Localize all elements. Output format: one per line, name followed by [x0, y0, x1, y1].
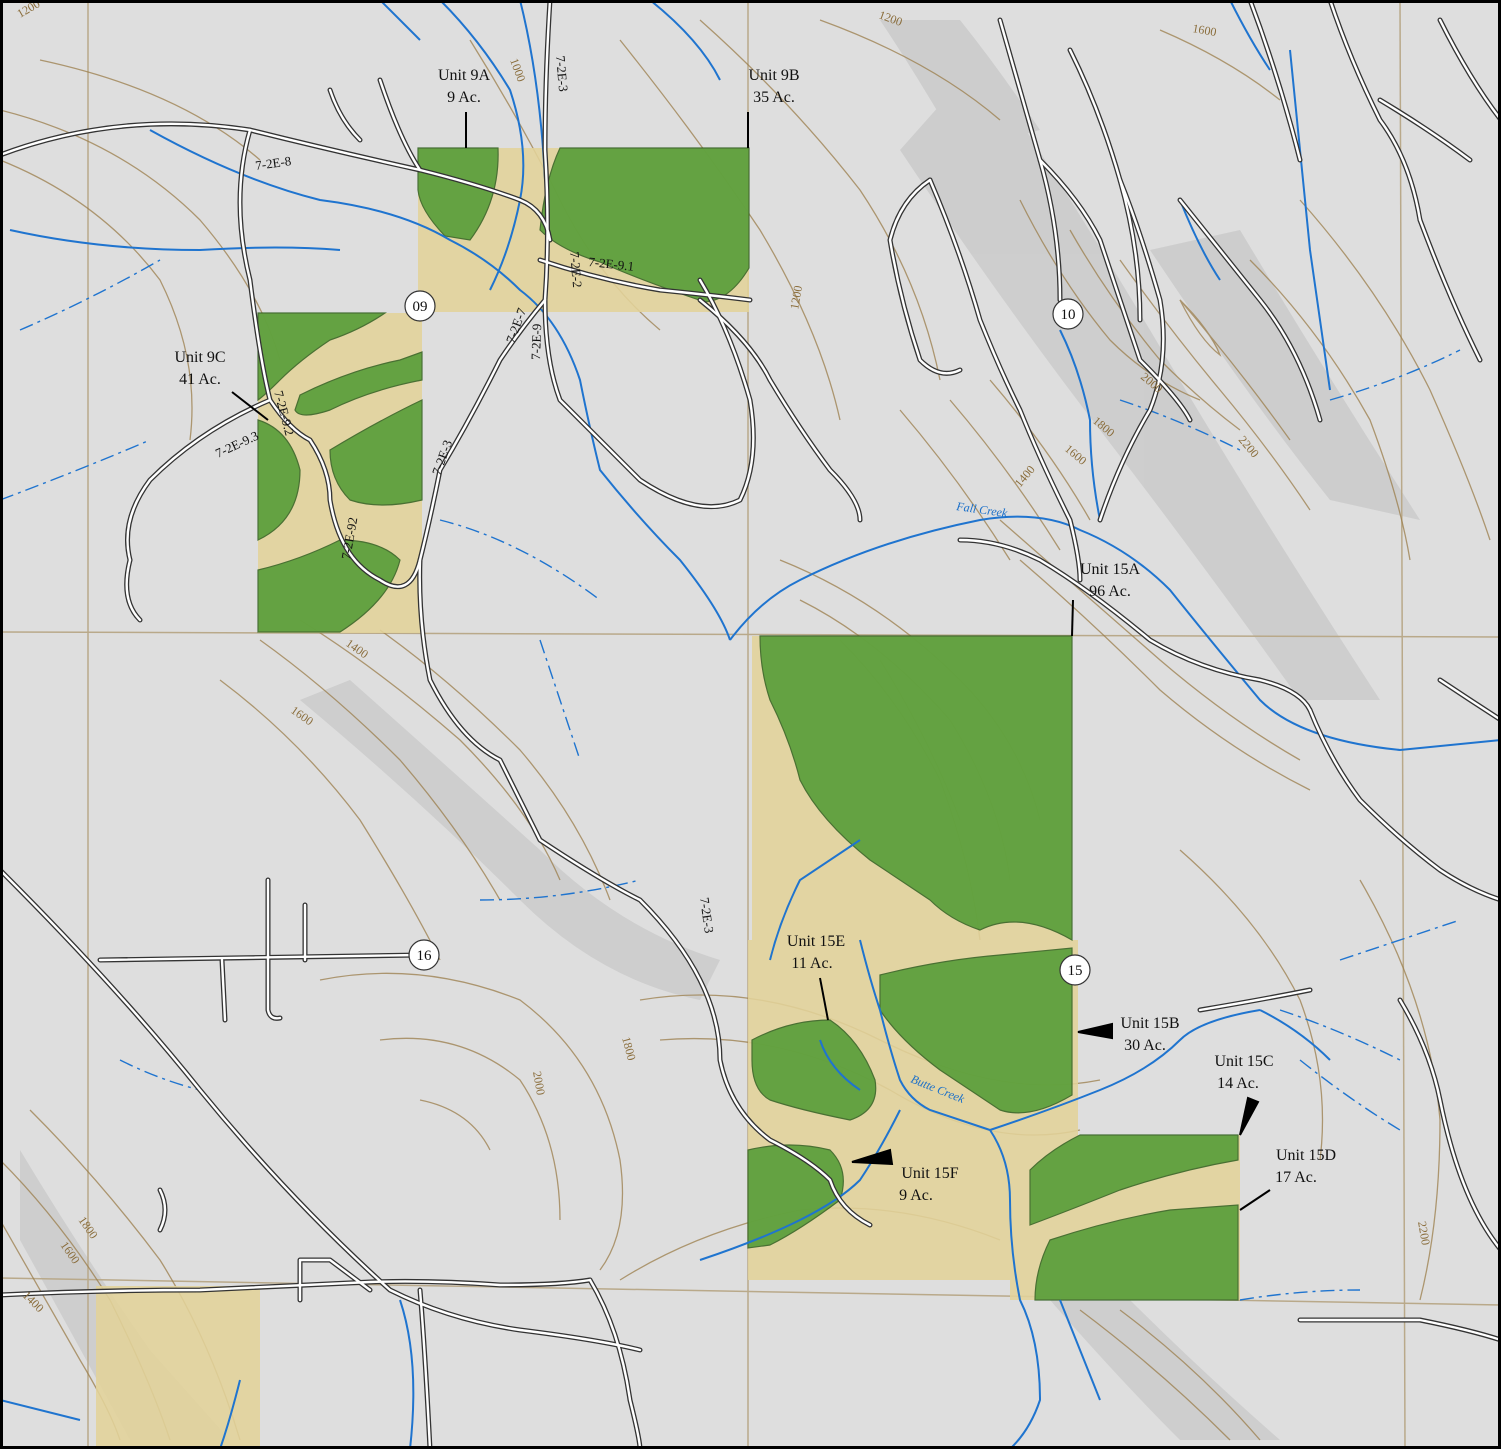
unit-acres: 11 Ac.	[791, 955, 832, 972]
section-number: 09	[413, 299, 428, 315]
leader-lines	[231, 112, 1271, 1211]
unit-9c-area-4	[257, 419, 301, 541]
unit-15c-area	[1029, 1134, 1239, 1226]
section-number: 10	[1061, 307, 1076, 323]
lower-left-buffer	[96, 1286, 260, 1449]
section-number: 15	[1068, 963, 1083, 979]
unit-15b-area	[879, 947, 1073, 1114]
unit-name: Unit 9A	[438, 67, 490, 84]
unit-name: Unit 15C	[1214, 1053, 1273, 1070]
unit-15a-area	[759, 635, 1073, 942]
unit-name: Unit 9B	[748, 67, 799, 84]
unit-acres: 17 Ac.	[1275, 1169, 1317, 1186]
unit-label-15f: Unit 15F 9 Ac.	[899, 1165, 959, 1204]
unit-acres: 96 Ac.	[1089, 583, 1131, 600]
unit-name: Unit 15A	[1080, 561, 1140, 578]
intermittent-streams	[0, 259, 1461, 1301]
road-label-7-2e-9-1: 7-2E-9.1	[588, 254, 635, 274]
unit-name: Unit 9C	[174, 349, 225, 366]
unit-acres: 9 Ac.	[447, 89, 481, 106]
unit-9a-area	[417, 147, 499, 241]
unit-15d-area	[1034, 1204, 1239, 1301]
section-marker-10: 10	[1052, 298, 1084, 330]
unit-9c-area-1	[257, 312, 387, 402]
unit-label-15b: Unit 15B 30 Ac.	[1120, 1015, 1179, 1054]
unit-acres: 30 Ac.	[1124, 1037, 1166, 1054]
unit-9c-area-2	[294, 351, 423, 416]
unit-label-9b: Unit 9B 35 Ac.	[748, 67, 799, 106]
unit-15e-area	[751, 1019, 877, 1121]
unit-name: Unit 15F	[901, 1165, 958, 1182]
section-marker-09: 09	[404, 290, 436, 322]
unit-9c-area-3	[329, 399, 423, 506]
section-number: 16	[417, 948, 433, 964]
unit-name: Unit 15D	[1276, 1147, 1336, 1164]
unit-name: Unit 15E	[787, 933, 845, 950]
road-label-7-2e-9: 7-2E-9	[528, 323, 544, 360]
unit-label-15d: Unit 15D 17 Ac.	[1275, 1147, 1336, 1186]
contour-label: 1200	[787, 284, 805, 310]
unit-acres: 9 Ac.	[899, 1187, 933, 1204]
unit-treatment-areas	[257, 147, 1239, 1301]
contour-label: 2200	[1415, 1220, 1433, 1246]
contour-label: 1800	[619, 1035, 639, 1062]
section-marker-15: 15	[1059, 954, 1091, 986]
unit-label-9a: Unit 9A 9 Ac.	[438, 67, 490, 106]
road-label-7-2e-8: 7-2E-8	[254, 153, 292, 173]
unit-label-9c: Unit 9C 41 Ac.	[174, 349, 225, 388]
contour-label: 1600	[1191, 21, 1217, 39]
unit-acres: 14 Ac.	[1217, 1075, 1259, 1092]
contour-label: 2000	[530, 1070, 548, 1096]
unit-label-15e: Unit 15E 11 Ac.	[787, 933, 845, 972]
unit-name: Unit 15B	[1120, 1015, 1179, 1032]
road-label-7-2e-3-top: 7-2E-3	[553, 55, 571, 92]
road-label-7-2e-92: 7-2E-92	[338, 516, 360, 561]
section-marker-16: 16	[408, 939, 440, 971]
road-label-7-2e-2: 7-2E-2	[567, 251, 585, 288]
unit-acres: 41 Ac.	[179, 371, 221, 388]
road-label-7-2e-3-low: 7-2E-3	[697, 896, 717, 934]
unit-label-15a: Unit 15A 96 Ac.	[1080, 561, 1140, 600]
unit-label-15c: Unit 15C 14 Ac.	[1214, 1053, 1273, 1092]
unit-9c-area-5	[257, 539, 401, 633]
unit-acres: 35 Ac.	[753, 89, 795, 106]
